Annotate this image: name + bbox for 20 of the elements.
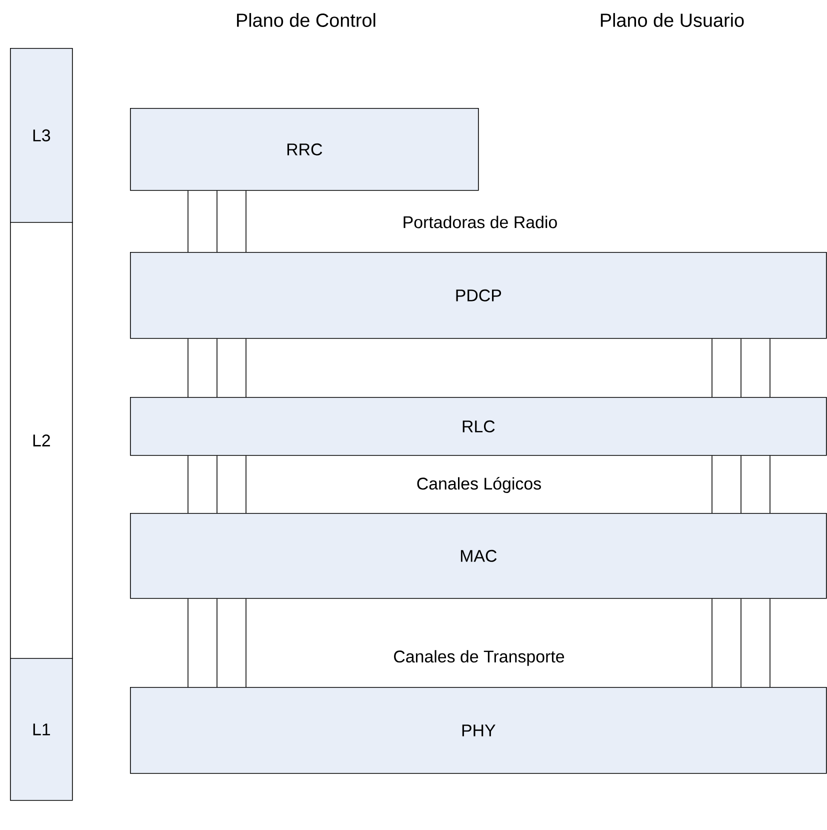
layer-box: L3 bbox=[10, 48, 73, 223]
channel-label: Canales Lógicos bbox=[417, 477, 541, 493]
plane-title: Plano de Usuario bbox=[600, 13, 744, 27]
protocol-box: MAC bbox=[130, 513, 827, 599]
layer-box: L1 bbox=[10, 658, 73, 801]
channel-label: Portadoras de Radio bbox=[404, 216, 557, 228]
channel-line bbox=[216, 190, 218, 252]
channel-line bbox=[216, 598, 218, 688]
layer-box: L2 bbox=[10, 222, 73, 659]
protocol-box: PDCP bbox=[130, 252, 827, 339]
plane-title: Plano de Control bbox=[237, 13, 376, 27]
protocol-box: RLC bbox=[130, 397, 827, 456]
channel-line bbox=[740, 598, 742, 688]
protocol-box: PHY bbox=[130, 687, 827, 774]
channel-line bbox=[740, 455, 742, 514]
channel-line bbox=[216, 455, 218, 514]
protocol-box: RRC bbox=[130, 108, 479, 191]
channel-line bbox=[740, 338, 742, 398]
channel-label: Canales de Transporte bbox=[394, 650, 564, 666]
channel-line bbox=[216, 338, 218, 398]
